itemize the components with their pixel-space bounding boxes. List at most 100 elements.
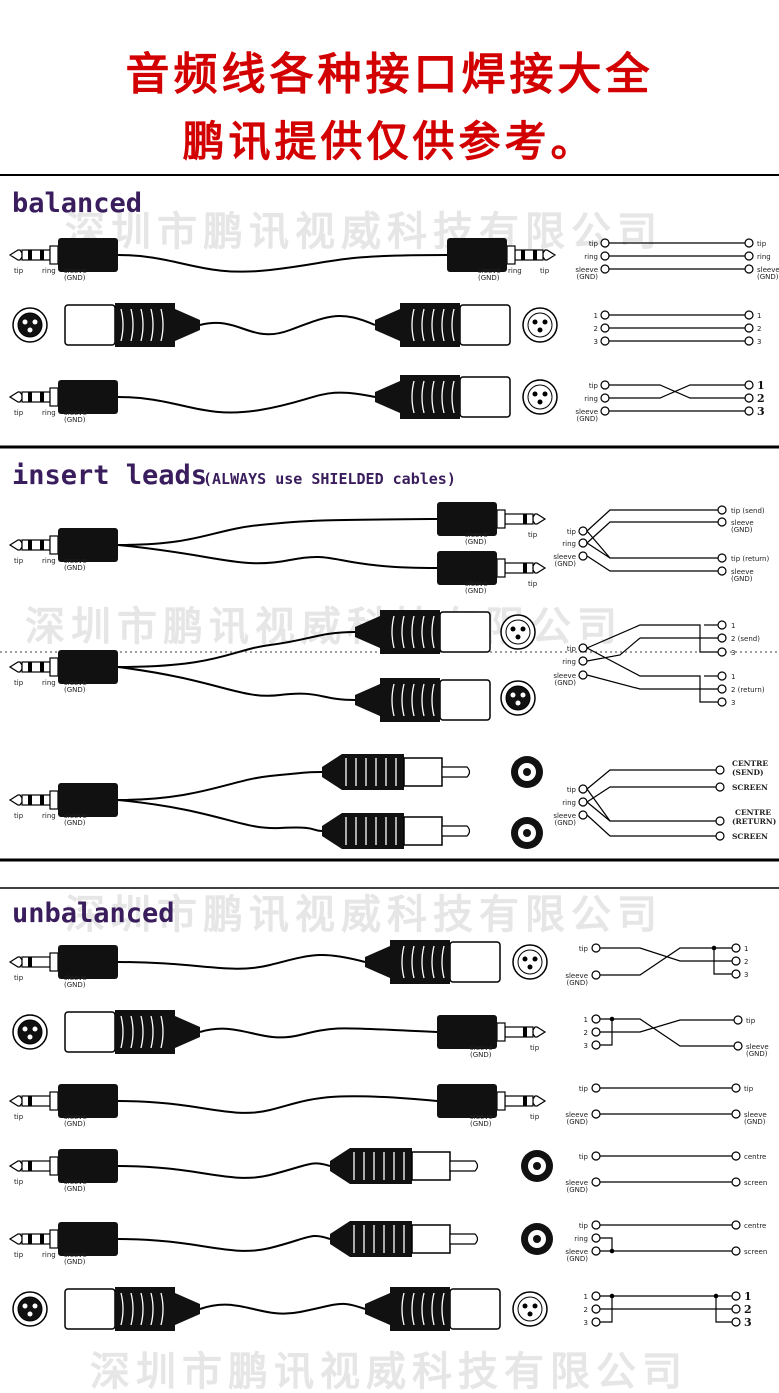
label-tip-return: tip (return) [731,555,769,563]
xlr-ridge [130,1015,134,1049]
xlr-ridge [411,380,415,414]
jack-body [437,1084,497,1118]
terminal [591,1083,601,1093]
cable [117,631,356,668]
rca-boot [322,754,342,790]
label-screen: SCREEN [732,783,768,792]
rca-shell [411,1224,451,1254]
jack-insulator [28,392,32,402]
jack-body [58,650,118,684]
jack-plug-return [437,551,547,585]
label-sleeve: sleeve [64,267,87,275]
xlr-ridge [150,1015,154,1049]
label-tip: tip [567,645,577,653]
xlr-grip [115,303,175,347]
label-tip: tip [746,1017,756,1025]
xlr-pin [32,1303,38,1309]
label-ring: ring [42,1251,56,1259]
label-sleeve: sleeve [470,1044,493,1052]
label-sleeve: sleeve [746,1043,769,1051]
xlr-pin [27,1034,33,1040]
jack-collar [496,1091,506,1111]
xlr-send [355,610,491,654]
terminal [744,406,754,416]
xlr-ridge [411,1292,415,1326]
terminal [591,1177,601,1187]
junction [609,1248,615,1254]
rca-boot [330,1221,350,1257]
schematic-wire [713,948,732,975]
label-sleeve: sleeve [64,1251,87,1259]
label-centre: centre [744,1222,766,1230]
terminal [591,1151,601,1161]
xlr-ridge [431,380,435,414]
label-sleeve: sleeve [465,580,488,588]
terminal [731,1317,741,1327]
schematic-wire [600,1295,613,1323]
label-sleeve: sleeve [553,812,576,820]
terminal [578,538,588,548]
xlr-pin [532,956,538,962]
label-centre-return: CENTRE [735,808,771,817]
jack-insulator [28,540,32,550]
terminal [591,970,601,980]
cable [199,314,376,336]
terminal [744,310,754,320]
schematic-wire [612,1295,732,1323]
label-ring: ring [562,799,576,807]
xlr-ridge [431,945,435,979]
terminal [578,797,588,807]
label-ring: ring [584,253,598,261]
schematic-wire [600,947,732,962]
rca-shell [403,757,443,787]
xlr-pin [32,1026,38,1032]
xlr-pin [537,399,543,405]
jack-body [58,1084,118,1118]
label-ring: ring [574,1235,588,1243]
terminal [591,1291,601,1301]
xlr-ridge [150,308,154,342]
label-tip: tip [14,974,24,982]
xlr-boot [175,1293,200,1325]
terminal [717,633,727,643]
label-sleeve: sleeve [64,557,87,565]
xlr-face-inner [17,1296,43,1322]
terminal [600,251,610,261]
label-sleeve: sleeve [64,1178,87,1186]
jack-collar [49,1091,59,1111]
jack-body [58,528,118,562]
terminal [591,1246,601,1256]
xlr-pin [537,327,543,333]
jack-shaft [504,513,534,525]
jack-insulator [28,957,32,967]
xlr-ridge [441,1292,445,1326]
terminal [600,393,610,403]
label-gnd: (GND) [566,1118,588,1126]
junction [713,1293,719,1299]
jack-insulator [523,1027,527,1037]
schematic-wire [586,624,718,653]
label-sleeve: sleeve [565,1179,588,1187]
schematic-wire [600,1018,613,1046]
xlr-pin [515,634,521,640]
cable [117,1162,331,1179]
jack-collar [496,1022,506,1042]
jack-body [58,238,118,272]
label-tip: tip [579,1153,589,1161]
schematic-wire [600,1019,734,1033]
label-return: (RETURN) [732,817,776,826]
jack-plug-left [8,945,118,979]
junction [609,1016,615,1022]
jack-shaft [21,661,51,673]
jack-insulator [40,662,44,672]
xlr-face-inner [517,949,543,975]
label-ring: ring [42,267,56,275]
cable [199,1027,438,1039]
xlr-pin [27,327,33,333]
jack-plug-left [8,783,118,817]
terminal [733,1041,743,1051]
xlr-grip [390,940,450,984]
jack-shaft [504,1095,534,1107]
label-tip: tip [589,382,599,390]
xlr-ridge [401,683,405,717]
